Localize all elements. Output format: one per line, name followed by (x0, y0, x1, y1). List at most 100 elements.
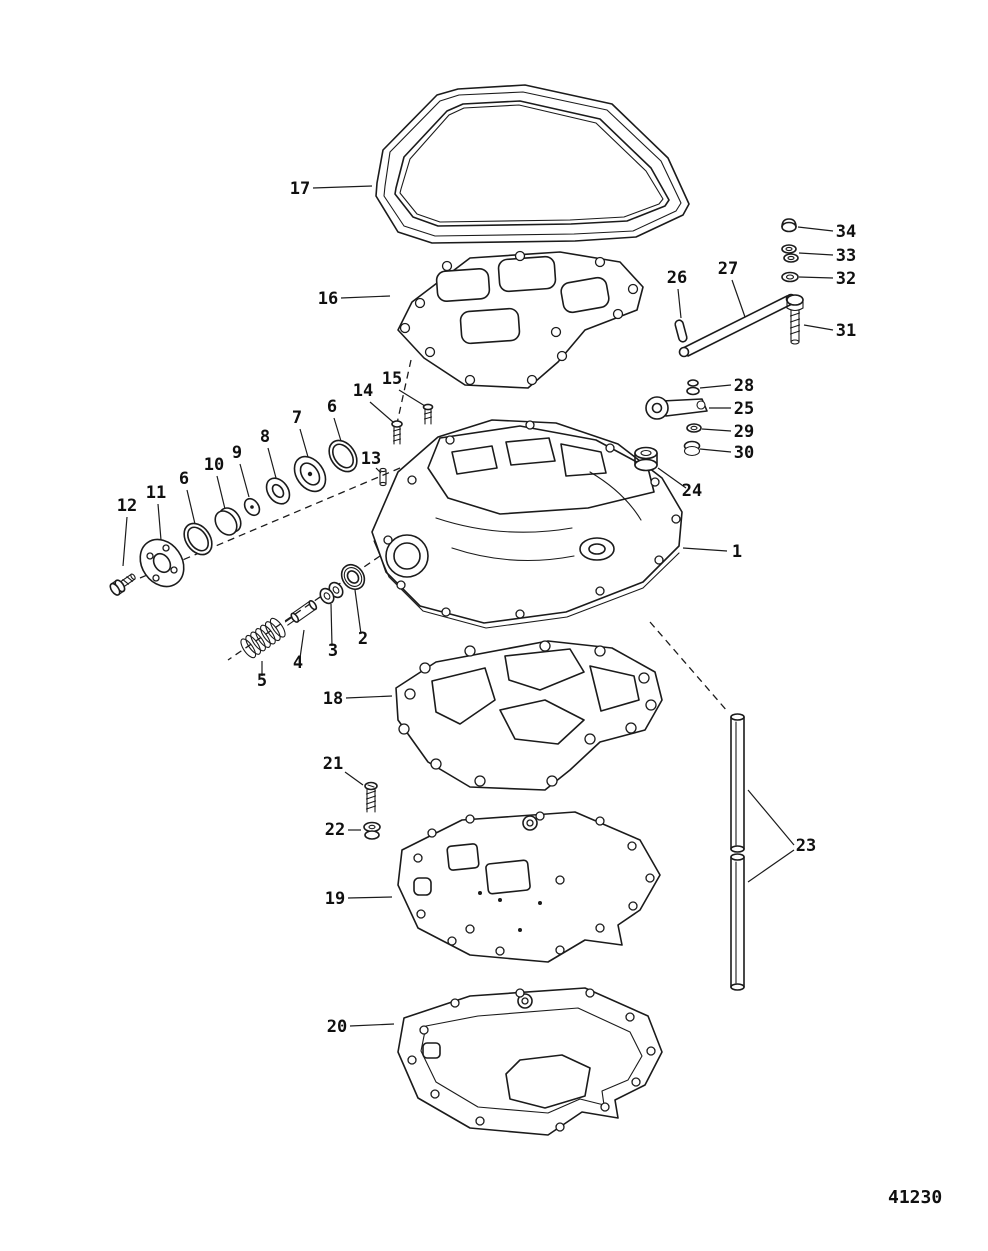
callout-13: 13 (361, 449, 381, 469)
leader-line-6a (333, 417, 342, 442)
part-27-link-arm (678, 293, 797, 358)
callout-5: 5 (257, 671, 267, 691)
leader-line-29 (701, 428, 732, 432)
part-7-retainer-cup (293, 455, 327, 493)
part-14-screw (391, 420, 403, 445)
callout-21: 21 (323, 754, 343, 774)
callout-22: 22 (325, 820, 345, 840)
callout-17: 17 (290, 179, 310, 199)
callout-7: 7 (292, 408, 302, 428)
part-29-washer (686, 423, 702, 433)
part-5-spring (240, 617, 286, 659)
drawing-number: 41230 (888, 1187, 942, 1208)
part-24-bushing (634, 446, 658, 472)
leader-line-12 (122, 516, 128, 567)
callout-16: 16 (318, 289, 338, 309)
part-17-ring-gasket (375, 84, 690, 244)
callout-8: 8 (260, 427, 270, 447)
part-25-lever-arm (645, 396, 708, 420)
part-13-stud (379, 467, 387, 487)
leader-line-3 (330, 603, 333, 647)
part-22-washers (363, 821, 381, 840)
callout-3: 3 (328, 641, 338, 661)
leader-line-18 (345, 695, 393, 699)
leader-line-1 (682, 547, 728, 552)
part-2-seal-ring (340, 563, 366, 591)
leader-line-34 (797, 226, 834, 232)
callout-19: 19 (325, 889, 345, 909)
callout-11: 11 (146, 483, 166, 503)
callout-33: 33 (836, 246, 856, 266)
leader-line-31 (803, 324, 834, 331)
part-15-screw (422, 403, 434, 425)
part-28-washer-stack (686, 379, 700, 396)
callout-14: 14 (353, 381, 373, 401)
callout-27: 27 (718, 259, 738, 279)
leader-line-9 (239, 463, 250, 498)
part-20-base-gasket (397, 987, 663, 1136)
leader-line-33 (798, 252, 834, 256)
part-18-lower-gasket (395, 640, 663, 791)
callout-32: 32 (836, 269, 856, 289)
part-23-link-rod (730, 713, 745, 991)
leader-line-4 (299, 629, 305, 659)
callout-34: 34 (836, 222, 856, 242)
callout-6a: 6 (327, 397, 337, 417)
callout-18: 18 (323, 689, 343, 709)
leader-line-13 (375, 467, 382, 474)
callout-2: 2 (358, 629, 368, 649)
part-21-screw-spring (364, 781, 378, 813)
leader-line-26 (677, 288, 682, 319)
part-6b-o-ring (183, 522, 213, 556)
callout-28: 28 (734, 376, 754, 396)
leader-line-6b (186, 489, 196, 525)
leader-line-23 (747, 789, 795, 846)
part-4-valve-stem (284, 599, 318, 626)
part-10-valve-disc (214, 507, 242, 536)
leader-line-19 (347, 896, 393, 899)
callout-29: 29 (734, 422, 754, 442)
leader-line-23 (747, 849, 795, 883)
callout-31: 31 (836, 321, 856, 341)
callout-1: 1 (732, 542, 742, 562)
callout-20: 20 (327, 1017, 347, 1037)
leader-line-2 (354, 589, 362, 635)
part-32-washer (781, 271, 799, 283)
part-34-cap-nut (781, 218, 797, 233)
callout-12: 12 (117, 496, 137, 516)
leader-line-14 (369, 401, 394, 423)
part-16-upper-plate (397, 250, 644, 389)
leader-line-28 (699, 384, 732, 389)
leader-line-30 (699, 448, 732, 453)
leader-line-24 (657, 467, 687, 489)
part-33-washer-pair (781, 244, 799, 263)
part-11-end-cover (139, 538, 185, 588)
leader-line-17 (312, 185, 373, 189)
part-1-housing (371, 419, 683, 629)
callout-24: 24 (682, 481, 702, 501)
leader-line-21 (344, 771, 364, 786)
part-6a-o-ring (328, 439, 358, 473)
callout-4: 4 (293, 653, 303, 673)
part-8-diaphragm (265, 477, 291, 505)
callout-26: 26 (667, 268, 687, 288)
callout-15: 15 (382, 369, 402, 389)
callout-10: 10 (204, 455, 224, 475)
leader-line-10 (216, 475, 226, 510)
leader-line-16 (340, 295, 391, 299)
part-12-screw (109, 573, 136, 596)
callout-6b: 6 (179, 469, 189, 489)
leader-line-32 (798, 276, 834, 279)
part-30-nut (683, 440, 701, 457)
part-19-divider-plate (397, 811, 661, 963)
leader-line-20 (349, 1023, 395, 1027)
part-3-washers (319, 581, 344, 605)
callout-25: 25 (734, 399, 754, 419)
part-26-pin (674, 319, 688, 343)
leader-line-8 (267, 447, 277, 479)
leader-line-7 (299, 428, 309, 458)
leader-line-15 (398, 389, 426, 407)
